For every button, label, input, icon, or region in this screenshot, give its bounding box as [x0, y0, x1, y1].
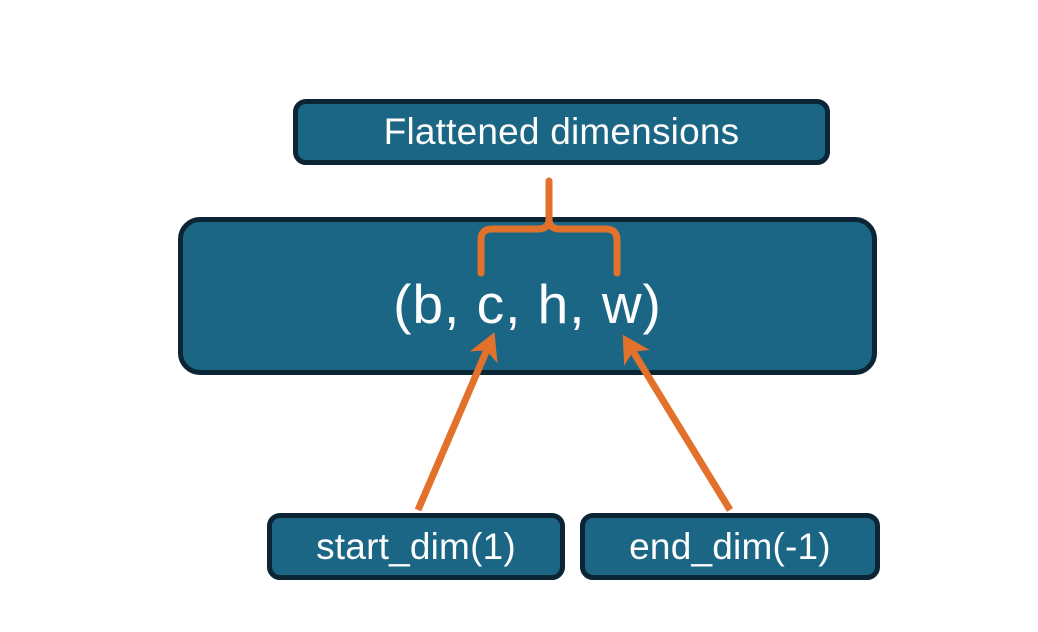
flattened-range-brace	[477, 177, 621, 277]
start-dim-arrow	[414, 332, 498, 512]
end-dim-box[interactable]: end_dim(-1)	[580, 513, 880, 580]
start-dim-label: start_dim(1)	[316, 525, 516, 567]
start-dim-box[interactable]: start_dim(1)	[267, 513, 565, 580]
shape-tuple-box[interactable]: (b, c, h, w)	[178, 217, 877, 375]
shape-tuple-label: (b, c, h, w)	[393, 273, 662, 335]
flattened-dimensions-box[interactable]: Flattened dimensions	[293, 99, 830, 165]
end-dim-arrow	[622, 334, 733, 512]
flattened-dimensions-label: Flattened dimensions	[383, 111, 740, 152]
end-dim-label: end_dim(-1)	[629, 525, 831, 567]
